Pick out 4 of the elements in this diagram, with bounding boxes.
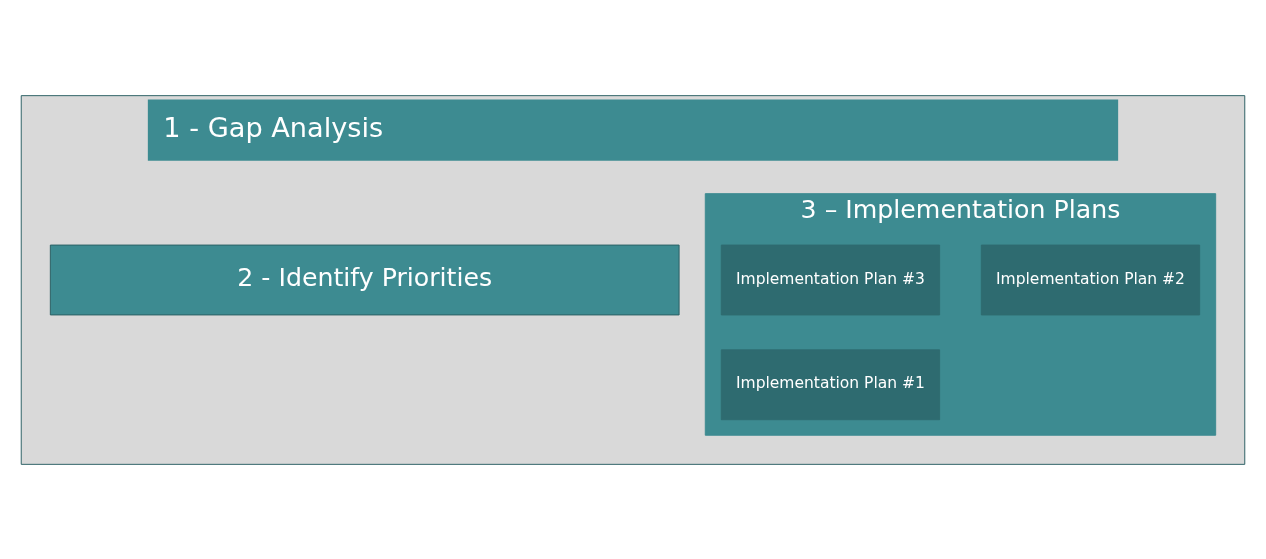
node-box: Implementation Plan #2: [980, 244, 1201, 315]
node-box: 2 - Identify Priorities: [49, 244, 680, 315]
node-box: Implementation Plan #1: [720, 348, 941, 420]
node-box: Implementation Plan #3: [720, 244, 941, 315]
